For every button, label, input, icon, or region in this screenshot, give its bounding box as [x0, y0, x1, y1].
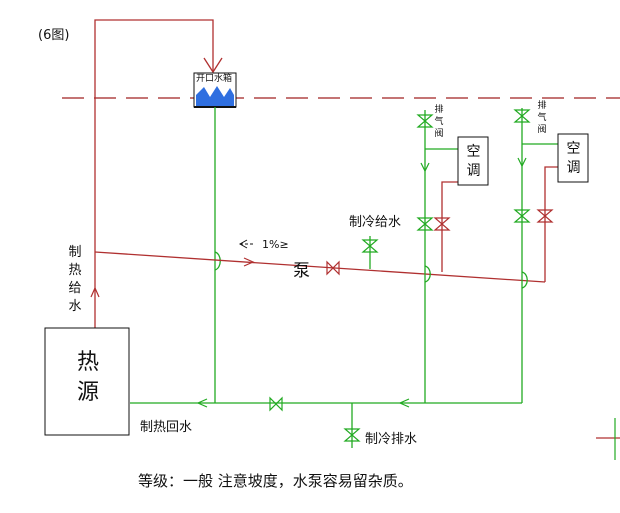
cooling-drain-label: 制冷排水 [365, 432, 418, 447]
ac-1-return-valve-icon [433, 217, 451, 231]
ac-unit-1-label: 空调 [466, 144, 481, 179]
riser-1-vent-valve-icon [416, 114, 434, 128]
return-arrow-1-icon [196, 398, 208, 408]
return-valve-icon [269, 396, 283, 412]
riser-2-arrow-icon [517, 157, 527, 168]
riser-1-crossover [424, 265, 431, 283]
main-valve-icon [326, 260, 340, 276]
flow-arrow-up-icon [90, 286, 100, 298]
heating-supply-label: 制热给水 [68, 245, 82, 314]
ac-unit-2 [557, 133, 589, 183]
heating-return-label: 制热回水 [140, 420, 193, 435]
flow-arrow-right-icon [243, 257, 255, 267]
tank-inlet-arrow-icon [203, 57, 223, 74]
riser-2-crossover [521, 271, 528, 289]
ac-unit-1 [457, 136, 489, 186]
pump-label: 泵 [293, 261, 310, 281]
expansion-pipe-crossover [214, 251, 221, 271]
figure-caption: 等级：一般 注意坡度，水泵容易留杂质。 [138, 472, 413, 490]
heat-source-box [44, 327, 130, 436]
slope-label: 1%≥ [262, 238, 289, 251]
riser-1-valve-icon [416, 217, 434, 231]
supply-main-pipe [94, 251, 546, 283]
riser-2-valve-icon [513, 209, 531, 223]
vent-valve-label-2: 排气阀 [537, 101, 547, 135]
tank-label: 开口水箱 [196, 74, 233, 85]
heat-source-label: 热源 [76, 350, 99, 405]
ac-unit-2-label: 空调 [566, 141, 581, 176]
ac-2-return-line [544, 166, 558, 282]
return-arrow-2-icon [398, 398, 410, 408]
cooling-supply-label: 制冷给水 [349, 215, 402, 230]
vent-valve-label-1: 排气阀 [434, 105, 444, 139]
riser-1-arrow-icon [420, 162, 430, 173]
figure-number: (6图) [38, 28, 70, 43]
ac-1-return-line [441, 181, 458, 272]
drain-valve-icon [343, 428, 361, 442]
ac-2-return-valve-icon [536, 209, 554, 223]
heating-supply-riser [94, 19, 214, 328]
riser-2-vent-valve-icon [513, 109, 531, 123]
cooling-supply-valve-icon [361, 239, 379, 253]
